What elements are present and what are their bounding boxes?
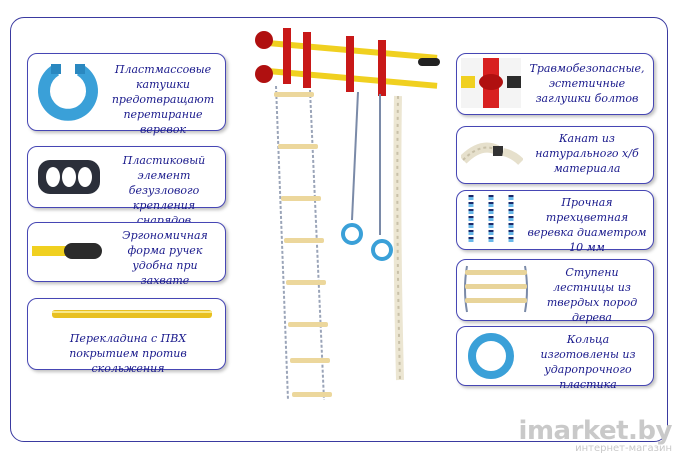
watermark-brand: imarket.by (518, 416, 673, 446)
feature-text-caps: Травмобезопасные, эстетичные заглушки бо… (529, 62, 645, 105)
feature-text-rings: Кольца изготовлены из ударопрочного плас… (540, 333, 636, 391)
handle-icon (32, 243, 102, 259)
rope-icon (461, 142, 523, 165)
feature-text-cord: Прочная трехцветная веревка диаметром 10… (527, 196, 647, 254)
feature-card-rope: Канат из натурального х/б материала (456, 126, 654, 184)
feature-text-handles: Эргономичная форма ручек удобна при захв… (122, 229, 208, 287)
feature-text-crossbar: Перекладина с ПВХ покрытием против сколь… (69, 332, 187, 375)
ladder-rungs-icon (464, 265, 528, 313)
feature-text-rungs: Ступени лестницы из твердых пород дерева (546, 266, 638, 324)
feature-text-fastener: Пластиковый элемент безузлового креплени… (122, 154, 206, 227)
feature-text-rope: Канат из натурального х/б материала (535, 132, 639, 175)
feature-text-spools: Пластмассовые катушки предотвращают пере… (111, 63, 215, 136)
watermark-tagline: интернет-магазин (575, 443, 672, 454)
watermark: imarket.by интернет-магазин (518, 416, 673, 454)
feature-card-handles: Эргономичная форма ручек удобна при захв… (27, 222, 226, 287)
feature-card-cord: Прочная трехцветная веревка диаметром 10… (456, 190, 654, 254)
feature-card-rings: Кольца изготовлены из ударопрочного плас… (456, 326, 654, 391)
feature-card-spools: Пластмассовые катушки предотвращают пере… (27, 53, 226, 136)
feature-card-crossbar: Перекладина с ПВХ покрытием против сколь… (27, 298, 226, 375)
spool-icon (38, 64, 98, 121)
gym-ring-icon (468, 333, 514, 379)
crossbar-icon (52, 310, 212, 318)
fastener-icon (38, 160, 100, 194)
cord-icon (468, 195, 514, 243)
feature-card-fastener: Пластиковый элемент безузлового креплени… (27, 146, 226, 227)
feature-card-caps: Травмобезопасные, эстетичные заглушки бо… (456, 53, 654, 115)
feature-card-rungs: Ступени лестницы из твердых пород дерева (456, 259, 654, 324)
wall-bars-product-illustration (255, 28, 440, 400)
bolt-cap-icon (461, 58, 521, 108)
